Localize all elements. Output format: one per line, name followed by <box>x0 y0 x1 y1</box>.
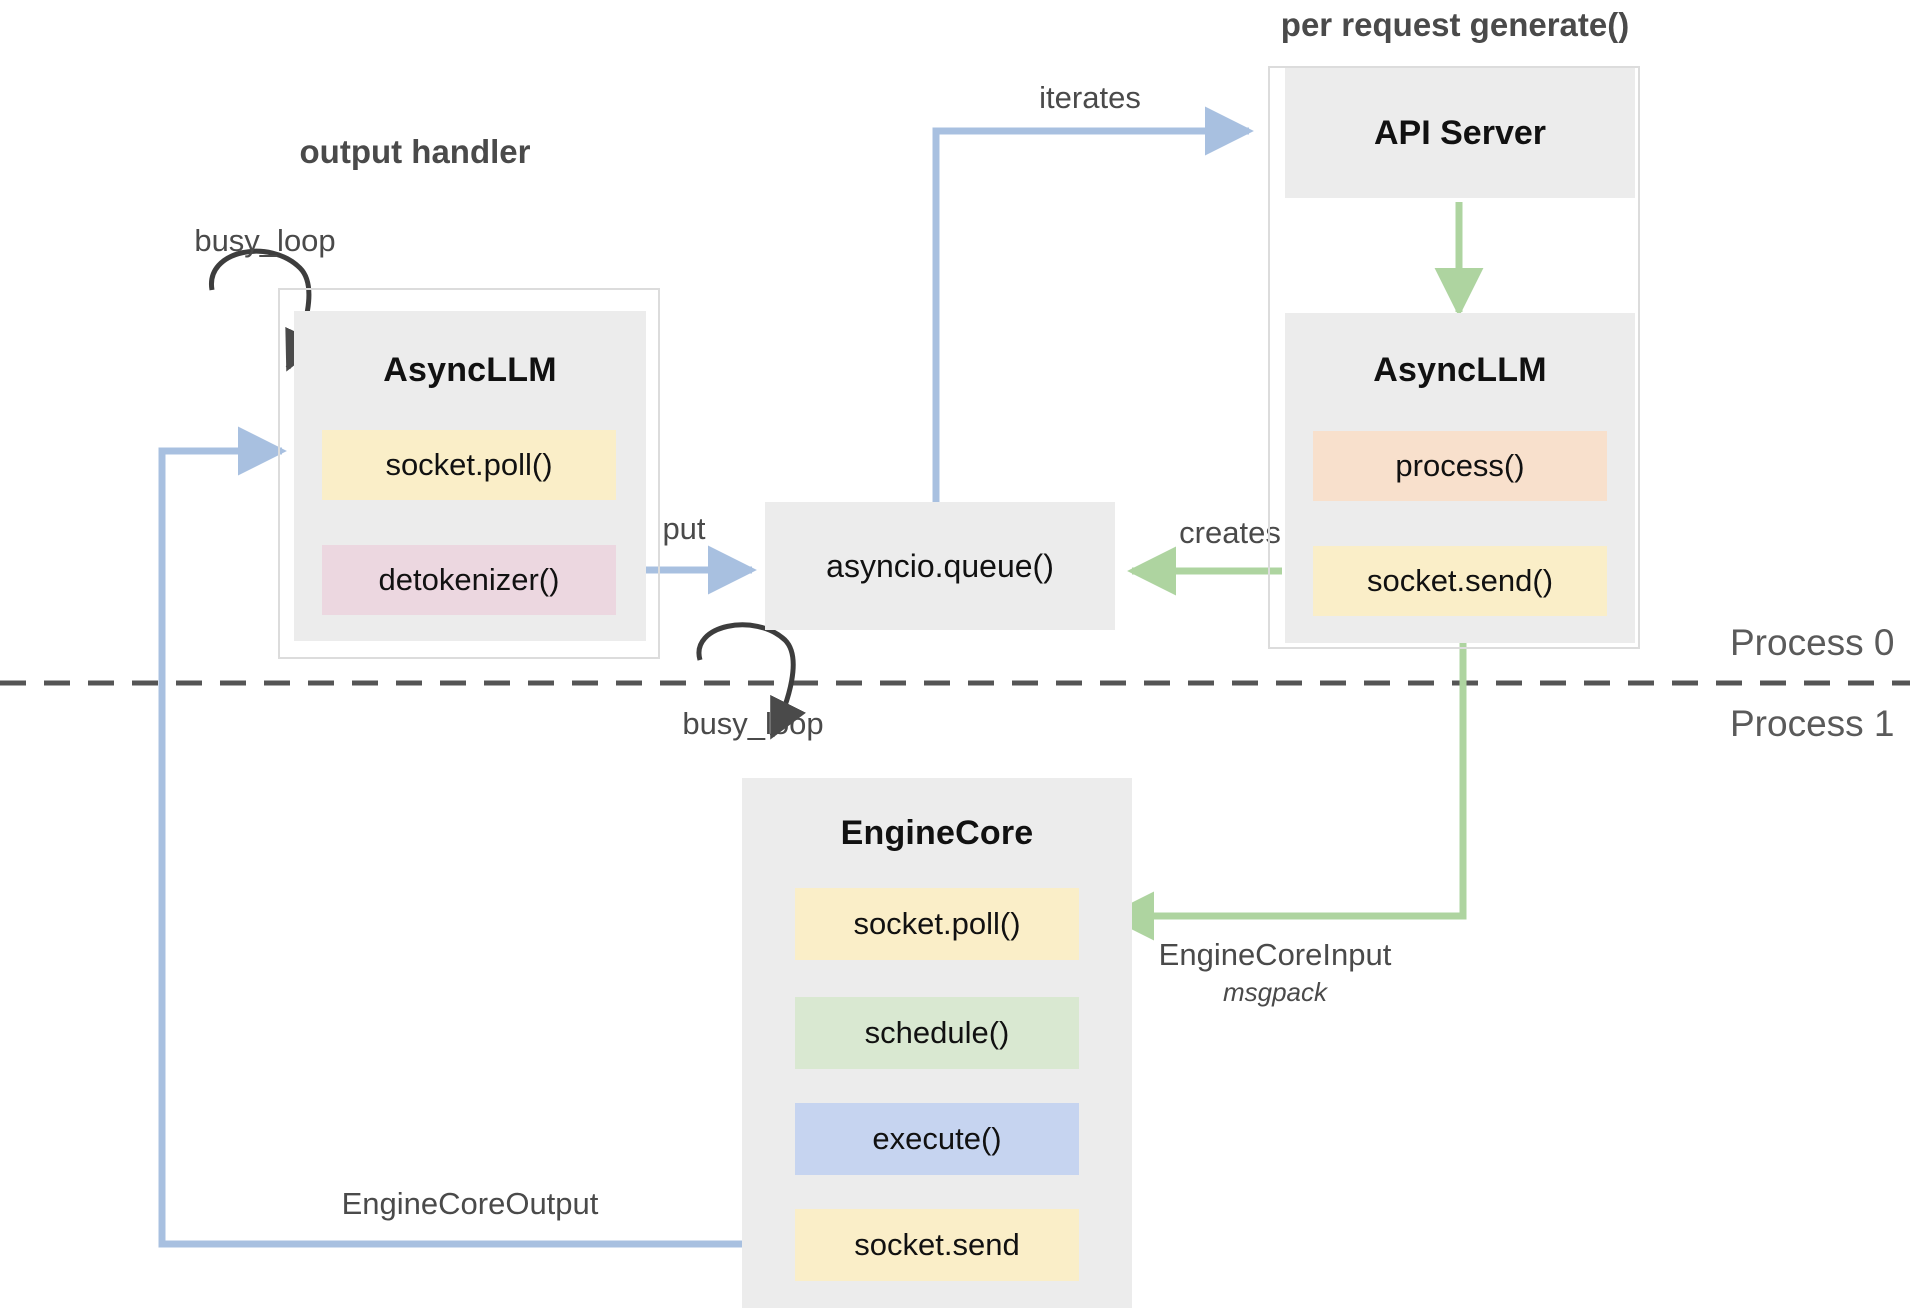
busy-loop-engine-label: busy_loop <box>682 706 824 741</box>
put-label: put <box>662 511 706 546</box>
output-handler-frame <box>278 288 660 659</box>
engine-core[interactable]: EngineCore socket.poll() schedule() exec… <box>742 778 1132 1308</box>
engine-core-title: EngineCore <box>840 814 1034 852</box>
slot-engine-schedule[interactable]: schedule() <box>795 997 1079 1069</box>
iterates-arrow <box>932 106 1254 502</box>
slot-engine-socket-poll[interactable]: socket.poll() <box>795 888 1079 960</box>
slot-process[interactable]: process() <box>1313 431 1607 501</box>
async-llm-left-title: AsyncLLM <box>383 351 557 389</box>
creates-label: creates <box>1179 515 1281 550</box>
slot-engine-execute[interactable]: execute() <box>795 1103 1079 1175</box>
slot-engine-socket-send[interactable]: socket.send <box>795 1209 1079 1281</box>
process-0-label: Process 0 <box>1730 622 1895 663</box>
slot-detokenizer[interactable]: detokenizer() <box>322 545 616 615</box>
async-llm-right[interactable]: AsyncLLM process() socket.send() <box>1285 313 1635 643</box>
per-request-frame <box>1268 66 1640 649</box>
busy-loop-left-label: busy_loop <box>194 223 336 258</box>
async-llm-right-title: AsyncLLM <box>1373 351 1547 389</box>
engine-core-output-label: EngineCoreOutput <box>341 1186 599 1221</box>
per-request-caption: per request generate() <box>1280 6 1630 43</box>
slot-socket-poll[interactable]: socket.poll() <box>322 430 616 500</box>
output-handler-caption: output handler <box>299 133 531 170</box>
process-1-label: Process 1 <box>1730 703 1895 744</box>
engine-core-input-label: EngineCoreInput <box>1158 937 1392 972</box>
iterates-label: iterates <box>1039 80 1141 115</box>
engine-core-input-sublabel: msgpack <box>1222 977 1328 1007</box>
asyncio-queue-node[interactable]: asyncio.queue() <box>765 502 1115 630</box>
async-llm-left[interactable]: AsyncLLM socket.poll() detokenizer() <box>294 311 646 641</box>
api-server-node[interactable]: API Server <box>1285 68 1635 198</box>
slot-socket-send-asyncllm[interactable]: socket.send() <box>1313 546 1607 616</box>
